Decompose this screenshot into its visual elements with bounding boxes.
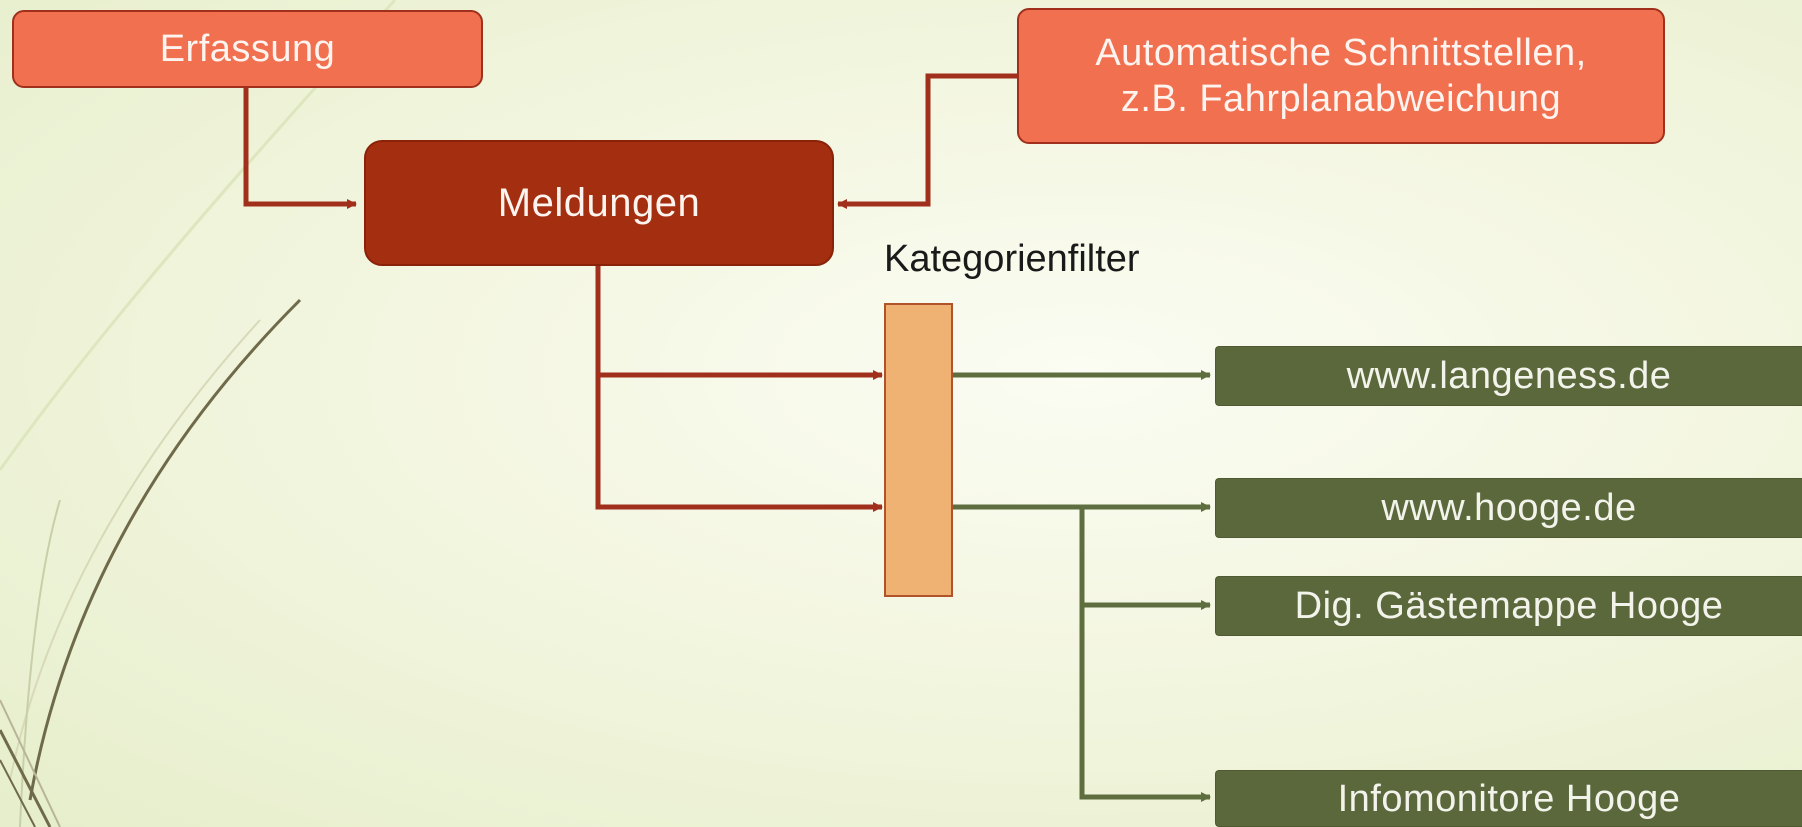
filter-to-infomonitore-connector xyxy=(1079,605,1211,802)
erfassung-box: Erfassung xyxy=(12,10,483,88)
schnittstellen-box: Automatische Schnittstellen, z.B. Fahrpl… xyxy=(1017,8,1665,144)
output-gaestemappe-box: Dig. Gästemappe Hooge xyxy=(1215,576,1802,636)
meldungen-label: Meldungen xyxy=(497,181,701,225)
schnittstellen-to-meldungen-connector xyxy=(837,73,1017,209)
output-langeness-label: www.langeness.de xyxy=(1346,355,1672,397)
output-infomonitore-box: Infomonitore Hooge xyxy=(1215,770,1802,827)
background-decoration xyxy=(0,0,397,827)
red-connectors xyxy=(243,73,1017,512)
filter-to-gaestemappe-connector xyxy=(1079,507,1211,610)
kategorienfilter-label: Kategorienfilter xyxy=(884,238,1140,280)
green-connectors xyxy=(953,370,1211,802)
schnittstellen-label-line1: Automatische Schnittstellen, xyxy=(1095,32,1587,74)
meldungen-to-filter-connector-1 xyxy=(595,266,883,380)
output-hooge-box: www.hooge.de xyxy=(1215,478,1802,538)
meldungen-box: Meldungen xyxy=(364,140,834,266)
output-infomonitore-label: Infomonitore Hooge xyxy=(1337,777,1681,820)
erfassung-to-meldungen-connector xyxy=(243,88,357,209)
meldungen-to-filter-connector-2 xyxy=(595,375,883,512)
output-hooge-label: www.hooge.de xyxy=(1381,487,1637,529)
erfassung-label: Erfassung xyxy=(159,28,336,70)
output-langeness-box: www.langeness.de xyxy=(1215,346,1802,406)
output-gaestemappe-label: Dig. Gästemappe Hooge xyxy=(1294,585,1724,627)
kategorienfilter-bar xyxy=(884,303,953,597)
schnittstellen-label-line2: z.B. Fahrplanabweichung xyxy=(1120,78,1562,120)
